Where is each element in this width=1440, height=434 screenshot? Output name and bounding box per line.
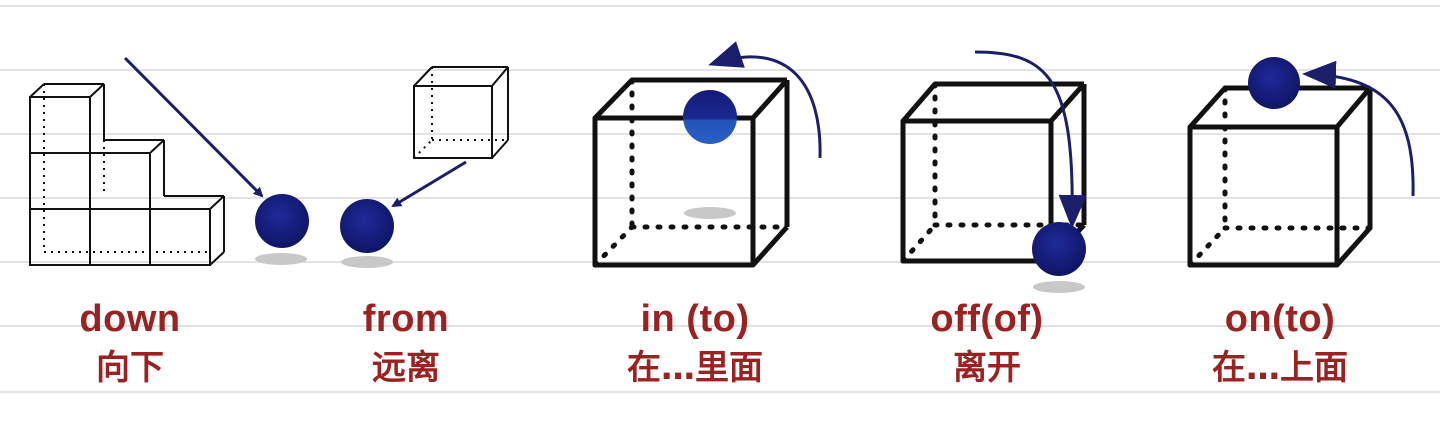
hidden-edges (43, 84, 210, 253)
label-down: down 向下 (20, 297, 240, 391)
large-cube (592, 77, 790, 268)
label-chinese: 在…里面 (627, 348, 763, 388)
label-off: off(of) 离开 (877, 297, 1097, 391)
ball-shadow (341, 256, 393, 268)
in-curved-arrow (708, 41, 822, 159)
label-on: on(to) 在…上面 (1170, 297, 1390, 391)
small-cube (413, 66, 509, 159)
label-chinese: 远离 (372, 348, 440, 388)
panel-from-illustration (340, 66, 509, 268)
label-from: from 远离 (296, 297, 516, 391)
label-english: on(to) (1224, 298, 1336, 340)
panel-down-illustration (29, 56, 309, 266)
from-arrow (391, 160, 467, 208)
label-english: off(of) (930, 298, 1044, 340)
stacked-cubes (29, 83, 225, 266)
ball-shadow (255, 253, 307, 265)
off-curved-arrow (974, 50, 1087, 229)
ball (1248, 57, 1300, 109)
down-arrow (123, 56, 264, 198)
ball (1032, 222, 1086, 276)
ball-shadow (684, 207, 736, 219)
label-english: down (79, 298, 181, 340)
panel-off-illustration (900, 50, 1087, 293)
hidden-edges (413, 67, 508, 159)
hidden-edges (900, 81, 1087, 264)
ball (683, 90, 737, 144)
panel-on-illustration (1187, 57, 1415, 268)
hidden-edges (1187, 85, 1373, 268)
ball-shadow (1033, 281, 1085, 293)
on-curved-arrow (1302, 60, 1415, 197)
label-english: in (to) (640, 298, 750, 340)
panel-in-illustration (592, 41, 822, 268)
label-chinese: 向下 (96, 348, 164, 388)
label-chinese: 离开 (953, 348, 1021, 388)
ball (255, 194, 309, 248)
label-in: in (to) 在…里面 (585, 297, 805, 391)
label-chinese: 在…上面 (1212, 348, 1348, 388)
label-english: from (362, 298, 450, 340)
hidden-edges (592, 77, 790, 268)
ball (340, 199, 394, 253)
